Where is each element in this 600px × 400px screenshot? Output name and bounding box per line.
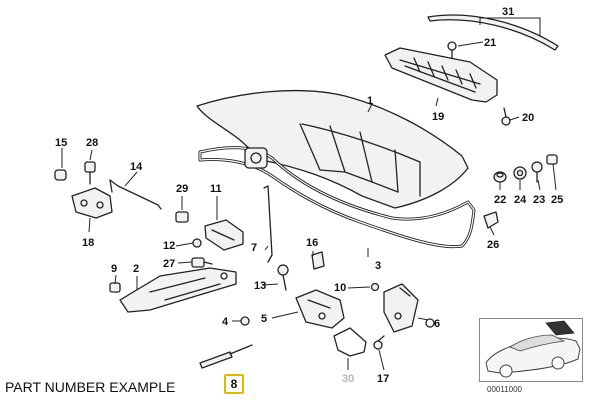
label-11: 11 (210, 183, 222, 195)
label-22: 22 (494, 194, 506, 206)
label-21: 21 (484, 37, 496, 49)
striker-6[interactable] (383, 283, 435, 333)
part-26[interactable] (483, 211, 499, 229)
part-12[interactable] (192, 238, 202, 248)
label-26: 26 (487, 239, 499, 251)
label-25: 25 (551, 194, 563, 206)
part-23[interactable] (531, 161, 543, 183)
label-28: 28 (86, 137, 98, 149)
label-16: 16 (306, 237, 318, 249)
gas-strut-8[interactable] (199, 344, 253, 369)
diagram-code: 00011000 (487, 385, 522, 394)
part-15[interactable] (54, 169, 67, 181)
part-number-caption: PART NUMBER EXAMPLE (5, 379, 176, 395)
part-27[interactable] (191, 257, 213, 268)
spoiler-strip[interactable] (427, 14, 559, 51)
label-3: 3 (375, 260, 381, 272)
label-5: 5 (261, 313, 267, 325)
screw-17[interactable] (373, 335, 385, 350)
hinge-arm-2[interactable] (119, 267, 237, 313)
label-12: 12 (163, 240, 175, 252)
highlighted-part-number: 8 (230, 377, 238, 391)
bolt-20[interactable] (501, 107, 511, 126)
part-22[interactable] (493, 171, 507, 183)
label-15: 15 (55, 137, 67, 149)
label-18: 18 (82, 237, 94, 249)
label-19: 19 (432, 111, 444, 123)
part-25[interactable] (546, 154, 558, 165)
bumper-16[interactable] (311, 251, 325, 270)
car-locator-inset (479, 318, 583, 382)
label-4: 4 (222, 316, 229, 328)
part-29[interactable] (175, 211, 189, 223)
rod-7[interactable] (263, 185, 273, 263)
highlighted-part-box[interactable] (224, 374, 244, 394)
label-9: 9 (111, 263, 117, 275)
label-17: 17 (377, 373, 389, 385)
part-24[interactable] (513, 166, 527, 180)
boot-seal[interactable] (198, 146, 476, 249)
label-27: 27 (163, 258, 175, 270)
label-10: 10 (334, 282, 346, 294)
clip-30[interactable] (333, 327, 367, 357)
lock-actuator-11[interactable] (204, 219, 244, 251)
label-24: 24 (514, 194, 527, 206)
label-20: 20 (522, 112, 534, 124)
bolt-13[interactable] (277, 264, 289, 291)
lid-emblem-clip (244, 147, 268, 169)
label-6: 6 (434, 318, 440, 330)
label-1: 1 (367, 95, 373, 107)
label-30: 30 (342, 373, 354, 385)
rod-14[interactable] (109, 179, 162, 210)
lock-5[interactable] (295, 289, 345, 329)
label-23: 23 (533, 194, 545, 206)
part-10[interactable] (370, 282, 380, 292)
car-silhouette-icon (485, 320, 581, 378)
label-31: 31 (502, 6, 514, 18)
brake-light[interactable] (384, 47, 498, 103)
boot-lid[interactable] (196, 89, 469, 209)
bolt-21[interactable] (447, 41, 457, 59)
nut-4[interactable] (240, 316, 250, 326)
label-14: 14 (130, 161, 143, 173)
label-29: 29 (176, 183, 188, 195)
label-7: 7 (251, 242, 257, 254)
hinge-18[interactable] (71, 187, 113, 219)
label-13: 13 (254, 280, 266, 292)
label-2: 2 (133, 263, 139, 275)
bolt-28[interactable] (84, 161, 96, 185)
part-9[interactable] (109, 282, 121, 293)
